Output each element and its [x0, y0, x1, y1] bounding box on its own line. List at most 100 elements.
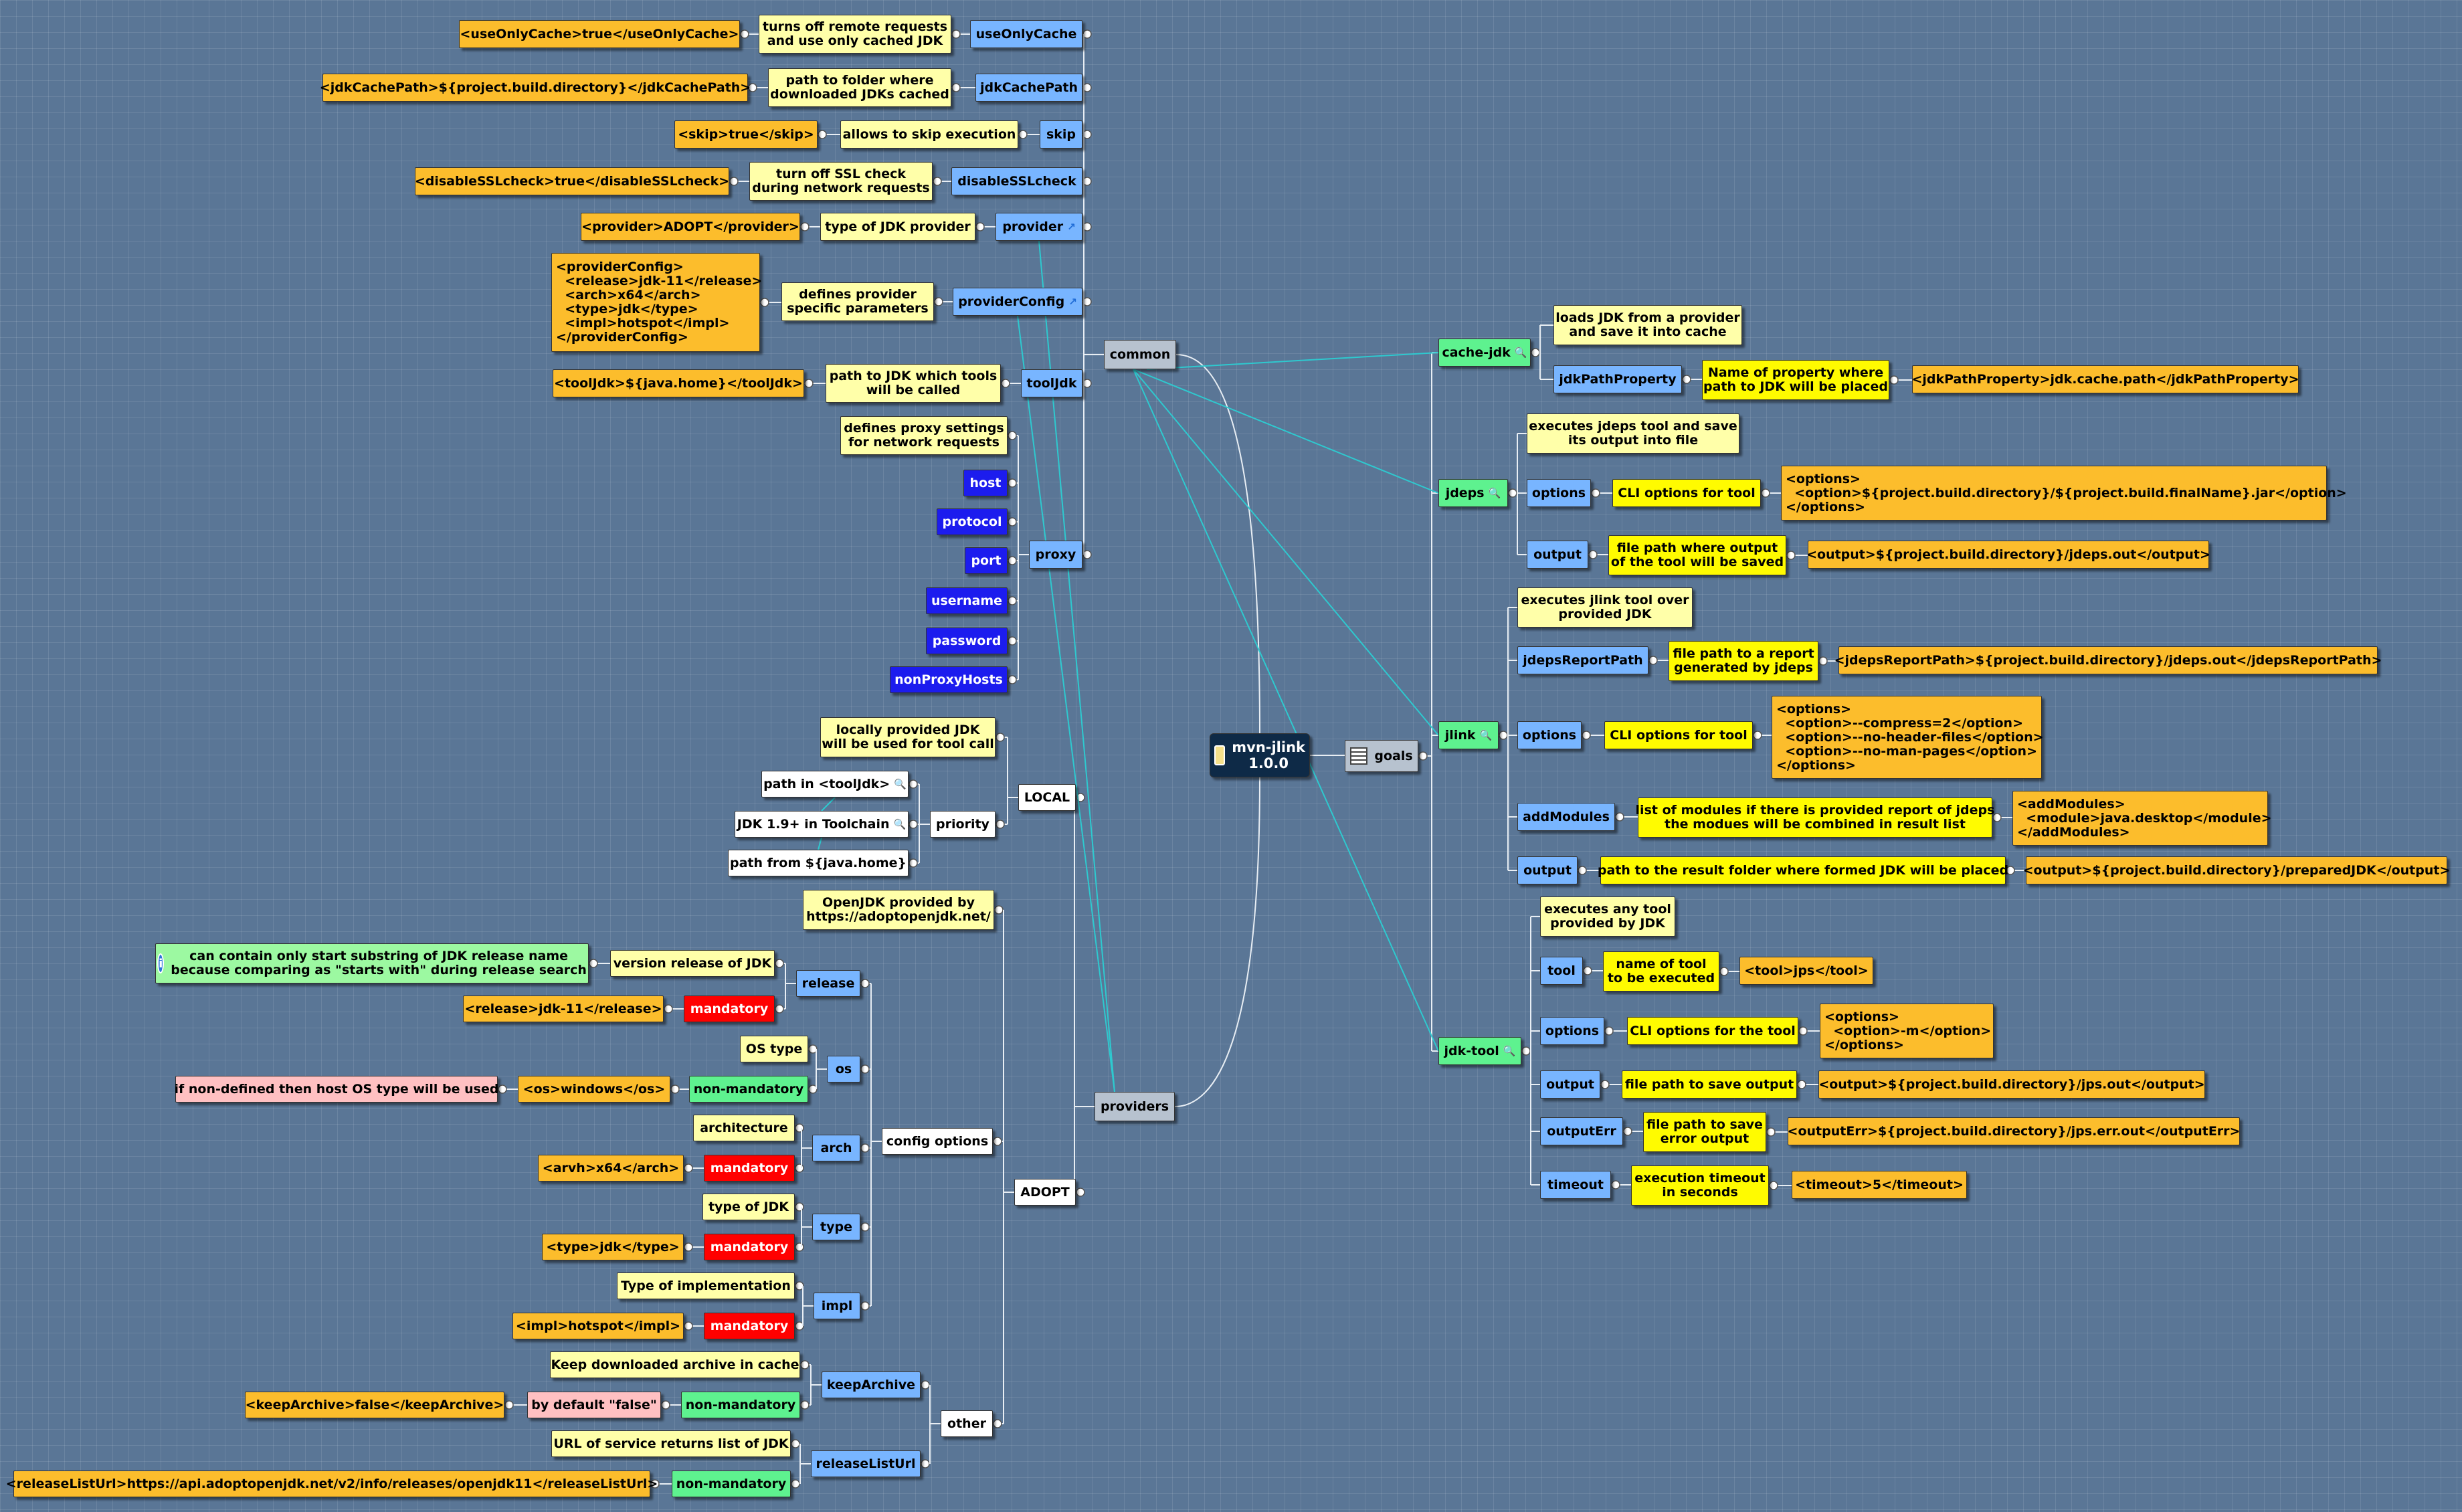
- tool-options-node[interactable]: options: [1540, 1017, 1604, 1045]
- document-icon: [1214, 745, 1226, 765]
- proxy-password: password: [926, 628, 1008, 654]
- goals-label: goals: [1374, 748, 1413, 763]
- common-node[interactable]: common: [1104, 340, 1176, 369]
- jdk-tool-node[interactable]: jdk-tool 🔍: [1438, 1037, 1521, 1065]
- cache-jdk-desc: loads JDK from a provider and save it in…: [1553, 305, 1742, 345]
- magnifier-icon: 🔍: [1479, 729, 1493, 741]
- jdkPathProperty-example: <jdkPathProperty>jdk.cache.path</jdkPath…: [1911, 365, 2299, 393]
- jdeps-output-example: <output>${project.build.directory}/jdeps…: [1806, 541, 2210, 569]
- os-example: <os>windows</os>: [518, 1076, 670, 1103]
- skip-node[interactable]: skip: [1040, 120, 1082, 149]
- addModules-example: <addModules> <module>java.desktop</modul…: [2012, 791, 2272, 846]
- toolJdk-node[interactable]: toolJdk: [1021, 369, 1082, 397]
- os-nonmandatory: non-mandatory: [689, 1076, 808, 1103]
- cache-jdk-node[interactable]: cache-jdk🔍: [1438, 339, 1531, 367]
- type-mandatory: mandatory: [704, 1234, 795, 1260]
- releaseListUrl-desc: URL of service returns list of JDK: [551, 1430, 791, 1457]
- skip-example: <skip>true</skip>: [674, 120, 818, 149]
- provider-node[interactable]: provider↗: [996, 213, 1082, 241]
- os-node[interactable]: os: [827, 1056, 860, 1082]
- arch-desc: architecture: [693, 1115, 795, 1141]
- priority-node[interactable]: priority: [930, 811, 996, 838]
- jdkPathProperty-node[interactable]: jdkPathProperty: [1553, 365, 1682, 393]
- jdeps-node[interactable]: jdeps🔍: [1438, 479, 1508, 507]
- disableSSLcheck-example: <disableSSLcheck>true</disableSSLcheck>: [415, 167, 729, 195]
- jdkCachePath-node[interactable]: jdkCachePath: [975, 74, 1082, 102]
- providers-node[interactable]: providers: [1095, 1092, 1175, 1121]
- useOnlyCache-node[interactable]: useOnlyCache: [970, 20, 1082, 48]
- jdepsReportPath-node[interactable]: jdepsReportPath: [1517, 646, 1648, 674]
- keepArchive-node[interactable]: keepArchive: [822, 1372, 921, 1398]
- timeout-node[interactable]: timeout: [1540, 1171, 1611, 1199]
- jdkCachePath-desc: path to folder where downloaded JDKs cac…: [768, 68, 951, 107]
- releaseListUrl-nonmandatory: non-mandatory: [672, 1471, 791, 1497]
- magnifier-icon: 🔍: [1503, 1044, 1516, 1057]
- jlink-output-example: <output>${project.build.directory}/prepa…: [2023, 856, 2450, 884]
- release-node[interactable]: release: [796, 970, 860, 997]
- impl-node[interactable]: impl: [814, 1293, 860, 1319]
- provider-desc: type of JDK provider: [820, 213, 975, 241]
- releaseListUrl-node[interactable]: releaseListUrl: [811, 1450, 921, 1477]
- addModules-node[interactable]: addModules: [1517, 803, 1615, 831]
- jlink-label: jlink: [1444, 727, 1476, 743]
- goals-node[interactable]: goals: [1345, 740, 1418, 772]
- outputErr-node[interactable]: outputErr: [1540, 1117, 1623, 1145]
- jdk-tool-label: jdk-tool: [1444, 1043, 1499, 1058]
- adopt-node[interactable]: ADOPT: [1014, 1179, 1076, 1206]
- timeout-example: <timeout>5</timeout>: [1792, 1171, 1967, 1199]
- jdepsReportPath-desc: file path to a report generated by jdeps: [1669, 641, 1818, 681]
- release-example: <release>jdk-11</release>: [463, 996, 664, 1022]
- proxy-nonProxyHosts: nonProxyHosts: [890, 666, 1008, 693]
- keepArchive-nonmandatory: non-mandatory: [681, 1392, 800, 1418]
- cache-jdk-label: cache-jdk: [1442, 345, 1511, 360]
- root-label: mvn-jlink 1.0.0: [1232, 739, 1305, 771]
- root-node[interactable]: mvn-jlink 1.0.0: [1210, 733, 1310, 777]
- proxy-node[interactable]: proxy: [1029, 541, 1082, 569]
- local-node[interactable]: LOCAL: [1018, 784, 1076, 811]
- outputErr-desc: file path to save error output: [1643, 1112, 1766, 1152]
- os-hint: if non-defined then host OS type will be…: [175, 1076, 498, 1103]
- providerConfig-label: providerConfig: [958, 294, 1065, 309]
- disableSSLcheck-node[interactable]: disableSSLcheck: [951, 167, 1082, 195]
- proxy-port: port: [965, 547, 1008, 574]
- tool-output-desc: file path to save output: [1622, 1070, 1797, 1099]
- link-icon: ↗: [1067, 220, 1076, 233]
- type-node[interactable]: type: [812, 1214, 860, 1240]
- local-desc: locally provided JDK will be used for to…: [820, 717, 996, 757]
- arch-node[interactable]: arch: [812, 1135, 860, 1161]
- jlink-options-desc: CLI options for tool: [1604, 721, 1753, 749]
- other-node[interactable]: other: [941, 1410, 993, 1437]
- jlink-node[interactable]: jlink🔍: [1438, 721, 1499, 749]
- magnifier-icon: 🔍: [893, 818, 907, 830]
- jdkCachePath-example: <jdkCachePath>${project.build.directory}…: [320, 74, 751, 102]
- jdeps-output-desc: file path where output of the tool will …: [1608, 535, 1786, 575]
- priority-item-2: JDK 1.9+ in Toolchain🔍: [735, 811, 909, 838]
- tool-example: <tool>jps</tool>: [1739, 957, 1873, 985]
- proxy-host: host: [963, 470, 1008, 496]
- tool-node[interactable]: tool: [1540, 957, 1583, 985]
- proxy-username: username: [926, 587, 1008, 614]
- timeout-desc: execution timeout in seconds: [1631, 1165, 1769, 1206]
- disableSSLcheck-desc: turn off SSL check during network reques…: [749, 162, 933, 201]
- info-icon: i: [157, 953, 165, 973]
- jlink-output-desc: path to the result folder where formed J…: [1598, 856, 2008, 884]
- jdeps-options-node[interactable]: options: [1527, 479, 1591, 507]
- priority-item-1: path in <toolJdk>🔍: [761, 771, 909, 797]
- jdepsReportPath-example: <jdepsReportPath>${project.build.directo…: [1834, 646, 2382, 674]
- jdeps-output-node[interactable]: output: [1527, 541, 1588, 569]
- arch-example: <arvh>x64</arch>: [538, 1155, 684, 1182]
- useOnlyCache-example: <useOnlyCache>true</useOnlyCache>: [459, 20, 740, 48]
- impl-desc: Type of implementation: [617, 1272, 795, 1299]
- config-options-node[interactable]: config options: [882, 1128, 993, 1155]
- adopt-desc: OpenJDK provided by https://adoptopenjdk…: [803, 890, 994, 930]
- jlink-options-node[interactable]: options: [1517, 721, 1582, 749]
- priority-item-2-label: JDK 1.9+ in Toolchain: [737, 816, 890, 832]
- tool-output-node[interactable]: output: [1540, 1070, 1600, 1099]
- providerConfig-node[interactable]: providerConfig↗: [953, 288, 1082, 316]
- jdeps-desc: executes jdeps tool and save its output …: [1527, 413, 1739, 454]
- tool-output-example: <output>${project.build.directory}/jps.o…: [1818, 1070, 2205, 1099]
- jlink-output-node[interactable]: output: [1517, 856, 1578, 884]
- keepArchive-example: <keepArchive>false</keepArchive>: [245, 1392, 504, 1418]
- table-icon: [1350, 747, 1368, 765]
